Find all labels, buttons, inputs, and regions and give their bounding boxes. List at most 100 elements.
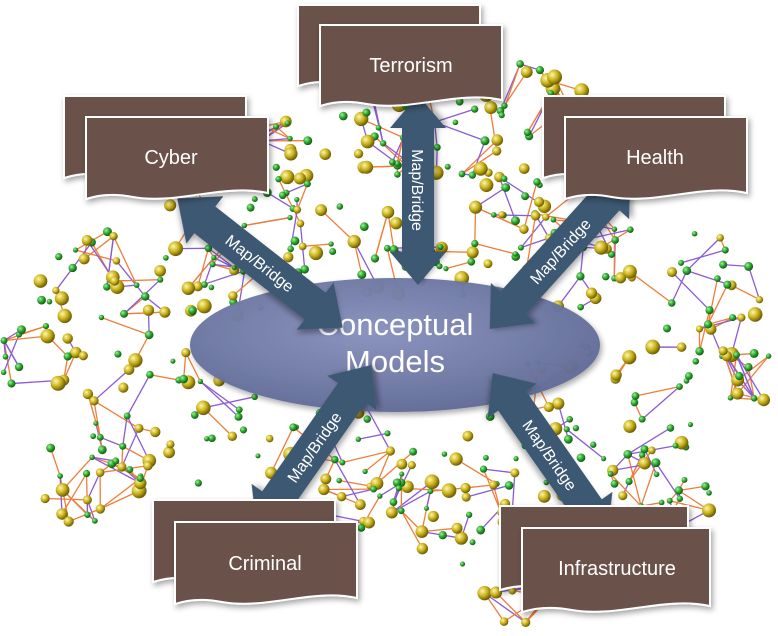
network-node-yellow (89, 396, 99, 406)
network-node-green (102, 227, 112, 237)
network-node-green (438, 530, 447, 540)
network-node-green (471, 105, 479, 113)
network-node-green (57, 473, 64, 479)
network-node-green (239, 426, 248, 434)
network-node-yellow (62, 333, 73, 344)
network-edge (83, 235, 114, 260)
network-node-yellow (385, 446, 396, 456)
network-node-green (500, 175, 508, 183)
network-node-yellow (33, 274, 48, 288)
network-edge (566, 428, 605, 460)
network-node-green (501, 102, 508, 109)
network-node-green (452, 119, 459, 126)
network-node-green (676, 495, 684, 502)
network-node-green (695, 347, 704, 356)
network-node-green (658, 499, 665, 506)
network-node-green (17, 325, 26, 335)
network-node-green (727, 395, 734, 401)
network-node-yellow (416, 542, 429, 555)
network-node-yellow (488, 480, 498, 490)
network-edge (286, 183, 308, 194)
network-edge (3, 340, 20, 368)
network-node-yellow (109, 231, 118, 241)
network-node-green (458, 170, 466, 178)
network-node-green (483, 454, 489, 461)
network-node-green (251, 393, 258, 401)
network-node-green (383, 244, 391, 252)
doc-stack-terrorism: Terrorism (297, 4, 503, 108)
network-edge (525, 215, 537, 270)
network-node-yellow (181, 348, 191, 358)
network-node-green (687, 421, 694, 428)
network-edge (75, 249, 117, 262)
network-node-green (14, 362, 24, 372)
network-edge (197, 248, 210, 287)
network-node-green (517, 244, 524, 251)
network-edge (112, 235, 138, 286)
network-node-green (479, 465, 488, 473)
network-node-green (384, 430, 391, 437)
network-node-green (682, 266, 692, 275)
network-node-yellow (54, 291, 69, 306)
network-edge (376, 451, 414, 484)
network-node-green (651, 458, 661, 468)
network-node-yellow (40, 493, 50, 504)
network-edge (61, 473, 88, 515)
network-node-yellow (521, 617, 531, 628)
network-node-green (120, 309, 129, 318)
network-node-yellow (196, 400, 211, 416)
network-edge (360, 118, 404, 139)
network-node-green (42, 322, 50, 330)
network-node-green (251, 196, 258, 203)
network-edge (126, 374, 151, 417)
network-edge (126, 415, 150, 462)
network-node-yellow (498, 211, 506, 219)
network-node-yellow (468, 200, 483, 214)
network-node-yellow (424, 474, 440, 490)
network-node-yellow (451, 522, 463, 534)
doc-stack-infrastructure: Infrastructure (499, 505, 711, 614)
network-node-yellow (112, 257, 121, 265)
network-node-green (577, 303, 584, 311)
network-node-green (441, 451, 448, 457)
network-node-green (394, 171, 401, 178)
network-edge (400, 510, 423, 549)
network-node-green (468, 171, 477, 179)
network-edge (503, 71, 528, 107)
network-node-yellow (574, 83, 590, 99)
network-node-green (668, 299, 676, 307)
network-node-green (339, 459, 346, 466)
network-edge (296, 183, 308, 210)
network-edge (475, 206, 525, 230)
network-node-yellow (542, 213, 550, 221)
network-node-green (287, 214, 293, 221)
network-node-green (705, 306, 714, 315)
network-node-green (471, 239, 479, 248)
network-edge (55, 267, 74, 291)
network-edge (671, 270, 688, 304)
network-node-yellow (134, 423, 144, 433)
network-edge (244, 216, 291, 227)
network-node-yellow (518, 163, 530, 174)
network-edge (86, 472, 101, 501)
network-node-green (516, 60, 524, 68)
network-edge (373, 99, 384, 144)
network-node-yellow (747, 307, 763, 322)
network-node-green (204, 436, 210, 442)
network-node-yellow (449, 452, 463, 466)
network-node-green (535, 65, 545, 75)
network-node-yellow (293, 172, 306, 185)
network-node-green (674, 486, 683, 495)
network-edge (302, 243, 332, 248)
network-node-green (744, 261, 754, 271)
network-node-yellow (192, 281, 203, 292)
network-node-yellow (81, 234, 93, 246)
network-node-yellow (484, 101, 498, 115)
network-node-green (359, 222, 369, 232)
network-node-green (146, 370, 154, 379)
network-edge (671, 271, 710, 311)
network-node-yellow (755, 295, 764, 304)
network-node-green (572, 424, 580, 432)
network-edge (391, 481, 433, 514)
network-node-green (163, 254, 169, 261)
